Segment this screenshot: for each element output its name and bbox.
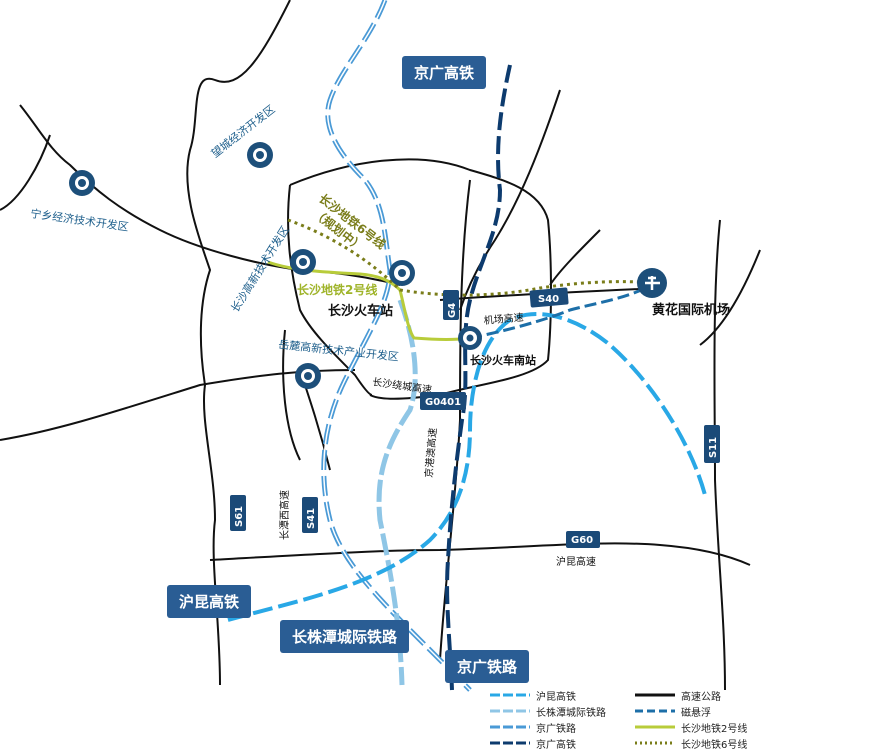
station-changsha-icon[interactable] — [389, 260, 415, 286]
svg-text:G60: G60 — [571, 535, 593, 546]
label-metro2: 长沙地铁2号线 — [297, 282, 377, 297]
legend-item-m6: 长沙地铁6号线 — [635, 739, 748, 751]
pin-yuelu[interactable] — [295, 363, 321, 389]
label-changsha-hitech: 长沙高新技术开发区 — [228, 223, 292, 314]
shield-s61: S61 — [230, 495, 246, 531]
shield-g4: G4 — [443, 290, 459, 320]
expressway-network — [0, 0, 761, 691]
label-cs-station: 长沙火车站 — [328, 303, 393, 319]
legend-item-m2: 长沙地铁2号线 — [635, 723, 748, 735]
label-changtan-w: 长潭西高速 — [278, 490, 291, 540]
svg-text:G4: G4 — [447, 303, 458, 318]
legend-item-hukun: 沪昆高铁 — [490, 691, 576, 703]
label-airport-expy: 机场高速 — [483, 311, 524, 327]
airport-icon[interactable] — [637, 268, 667, 298]
svg-text:S61: S61 — [234, 506, 245, 527]
box-jingguang-rail[interactable]: 京广铁路 — [445, 650, 530, 683]
box-jingguang-hsr[interactable]: 京广高铁 — [402, 56, 487, 89]
legend-item-jgrail: 京广铁路 — [490, 723, 576, 735]
czt-intercity-line — [376, 299, 418, 686]
label-tanghua: 京港澳高速 — [422, 427, 439, 478]
legend-item-czt: 长株潭城际铁路 — [490, 707, 606, 719]
label-ningxiang: 宁乡经济技术开发区 — [30, 206, 130, 234]
svg-text:S41: S41 — [306, 508, 317, 529]
shield-g0401: G0401 — [420, 392, 466, 410]
label-cs-south: 长沙火车南站 — [470, 353, 536, 367]
box-hukun-hsr[interactable]: 沪昆高铁 — [167, 585, 252, 618]
shield-g60: G60 — [566, 531, 600, 548]
pin-ningxiang[interactable] — [69, 170, 95, 196]
svg-text:S40: S40 — [538, 294, 559, 305]
metro-line-6 — [287, 218, 656, 297]
shield-s11: S11 — [704, 425, 720, 463]
legend-item-expy: 高速公路 — [635, 691, 721, 703]
legend: 沪昆高铁 高速公路 长株潭城际铁路 磁悬浮 京广铁路 长沙地铁2号线 京广高铁 … — [490, 688, 780, 751]
station-changsha-south-icon[interactable] — [458, 326, 482, 350]
pin-wangcheng[interactable] — [247, 142, 273, 168]
jingguang-rail-core — [323, 0, 471, 691]
pin-changsha-hitech[interactable] — [290, 249, 316, 275]
label-hukun-expy: 沪昆高速 — [556, 555, 596, 568]
shield-s41: S41 — [302, 497, 318, 533]
jingguang-hsr-line — [445, 64, 512, 691]
legend-item-maglev: 磁悬浮 — [635, 707, 711, 719]
legend-item-jghsr: 京广高铁 — [490, 739, 576, 751]
label-airport: 黄花国际机场 — [652, 302, 730, 318]
svg-text:G0401: G0401 — [425, 397, 461, 408]
box-czt[interactable]: 长株潭城际铁路 — [280, 620, 410, 653]
hukun-hsr-line — [227, 312, 707, 622]
shield-s40: S40 — [529, 287, 569, 308]
maglev-line — [469, 281, 656, 340]
svg-text:S11: S11 — [708, 437, 719, 458]
